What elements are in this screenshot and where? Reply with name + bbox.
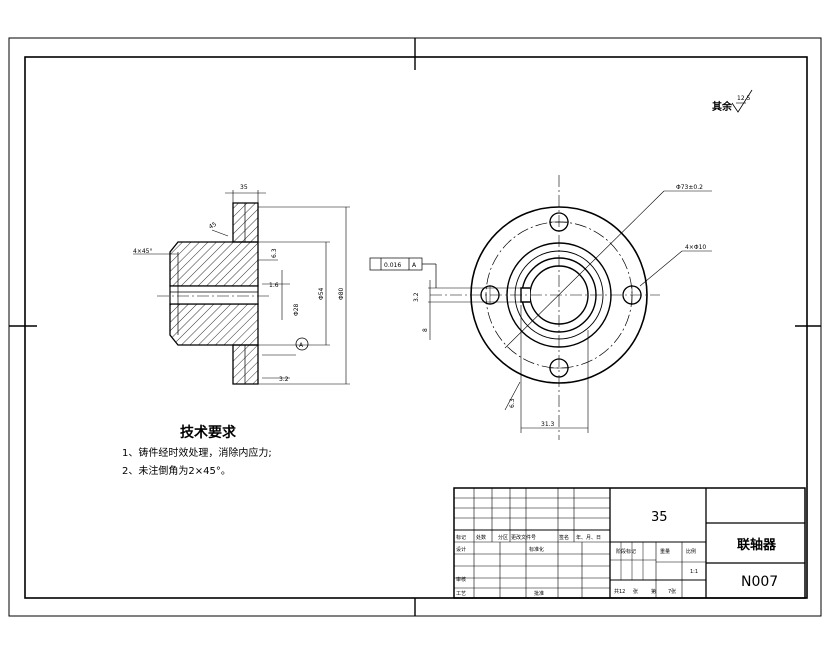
hub-upper-section <box>169 241 259 287</box>
lbl-approve: 批准 <box>534 590 544 597</box>
lbl-design: 设计 <box>456 546 466 553</box>
centering-marks <box>9 38 821 616</box>
ra-c: 3.2 <box>279 376 289 383</box>
hdr-zone: 分区 <box>498 534 508 541</box>
dim-d-bore: Φ28 <box>293 303 300 316</box>
ra-key: 3.2 <box>413 292 420 302</box>
tol-value: 0.016 <box>384 262 401 269</box>
ra-a: 6.3 <box>271 248 278 258</box>
sheets-total: 共12 <box>614 588 625 595</box>
outer-frame <box>8 37 822 617</box>
lbl-stage: 阶段标记 <box>616 548 636 555</box>
lbl-scale: 比例 <box>686 548 696 555</box>
roughness-other: 其余 12.5 <box>712 89 753 113</box>
tech-title: 技术要求 <box>180 424 237 441</box>
ra-bottom: 6.3 <box>509 398 516 408</box>
dim-chamfer: 4×45° <box>133 248 152 255</box>
title-block <box>453 487 806 599</box>
dim-holes: 4×Φ10 <box>685 244 706 251</box>
flange-top-section <box>232 202 259 243</box>
hub-lower-section <box>169 303 259 346</box>
hdr-sign: 签名 <box>559 534 569 541</box>
tech-item-1: 1、铸件经时效处理，消除内应力; <box>122 446 272 459</box>
right-front-view <box>430 175 660 440</box>
roughness-other-label: 其余 <box>712 100 733 113</box>
lbl-process: 工艺 <box>456 591 466 597</box>
right-view-dimensions <box>428 190 712 433</box>
inner-frame <box>24 56 808 599</box>
scale-value: 1:1 <box>690 569 698 575</box>
tolerance-frame <box>369 257 437 288</box>
drawing-no: N007 <box>741 574 778 590</box>
material: 35 <box>651 510 668 525</box>
hdr-change: 更改文件号 <box>511 534 536 541</box>
dim-key-depth: 31.3 <box>541 421 555 428</box>
dim-pcd: Φ73±0.2 <box>676 184 703 191</box>
ra-b: 1.6 <box>269 282 279 289</box>
flange-bottom-section <box>232 344 259 385</box>
lbl-weight: 重量 <box>660 548 670 555</box>
sheet-no: 7张 <box>668 588 676 595</box>
tol-datum: A <box>412 262 417 269</box>
hdr-mark: 标记 <box>456 534 466 541</box>
hdr-date: 年、月、日 <box>576 534 601 541</box>
lbl-standardize: 标准化 <box>529 546 544 553</box>
part-name: 联轴器 <box>737 537 777 553</box>
dim-d-hub: Φ54 <box>318 287 325 300</box>
lbl-review: 审核 <box>456 576 466 583</box>
sheet-word: 张 <box>633 588 638 595</box>
dim-width-top: 35 <box>240 184 248 191</box>
dim-d-outer: Φ80 <box>338 287 345 300</box>
sheet-no-label: 第 <box>651 588 656 595</box>
dim-angle: 45 <box>208 221 218 231</box>
left-section-view <box>157 202 272 385</box>
left-view-dimensions <box>133 190 350 385</box>
roughness-other-value: 12.5 <box>737 95 751 102</box>
tech-item-2: 2、未注倒角为2×45°。 <box>122 464 231 477</box>
datum-a-label: A <box>299 342 304 349</box>
bore <box>169 285 259 305</box>
datum-a-circle <box>295 337 309 351</box>
dim-key-width: 8 <box>422 328 429 332</box>
hdr-count: 处数 <box>476 534 486 541</box>
